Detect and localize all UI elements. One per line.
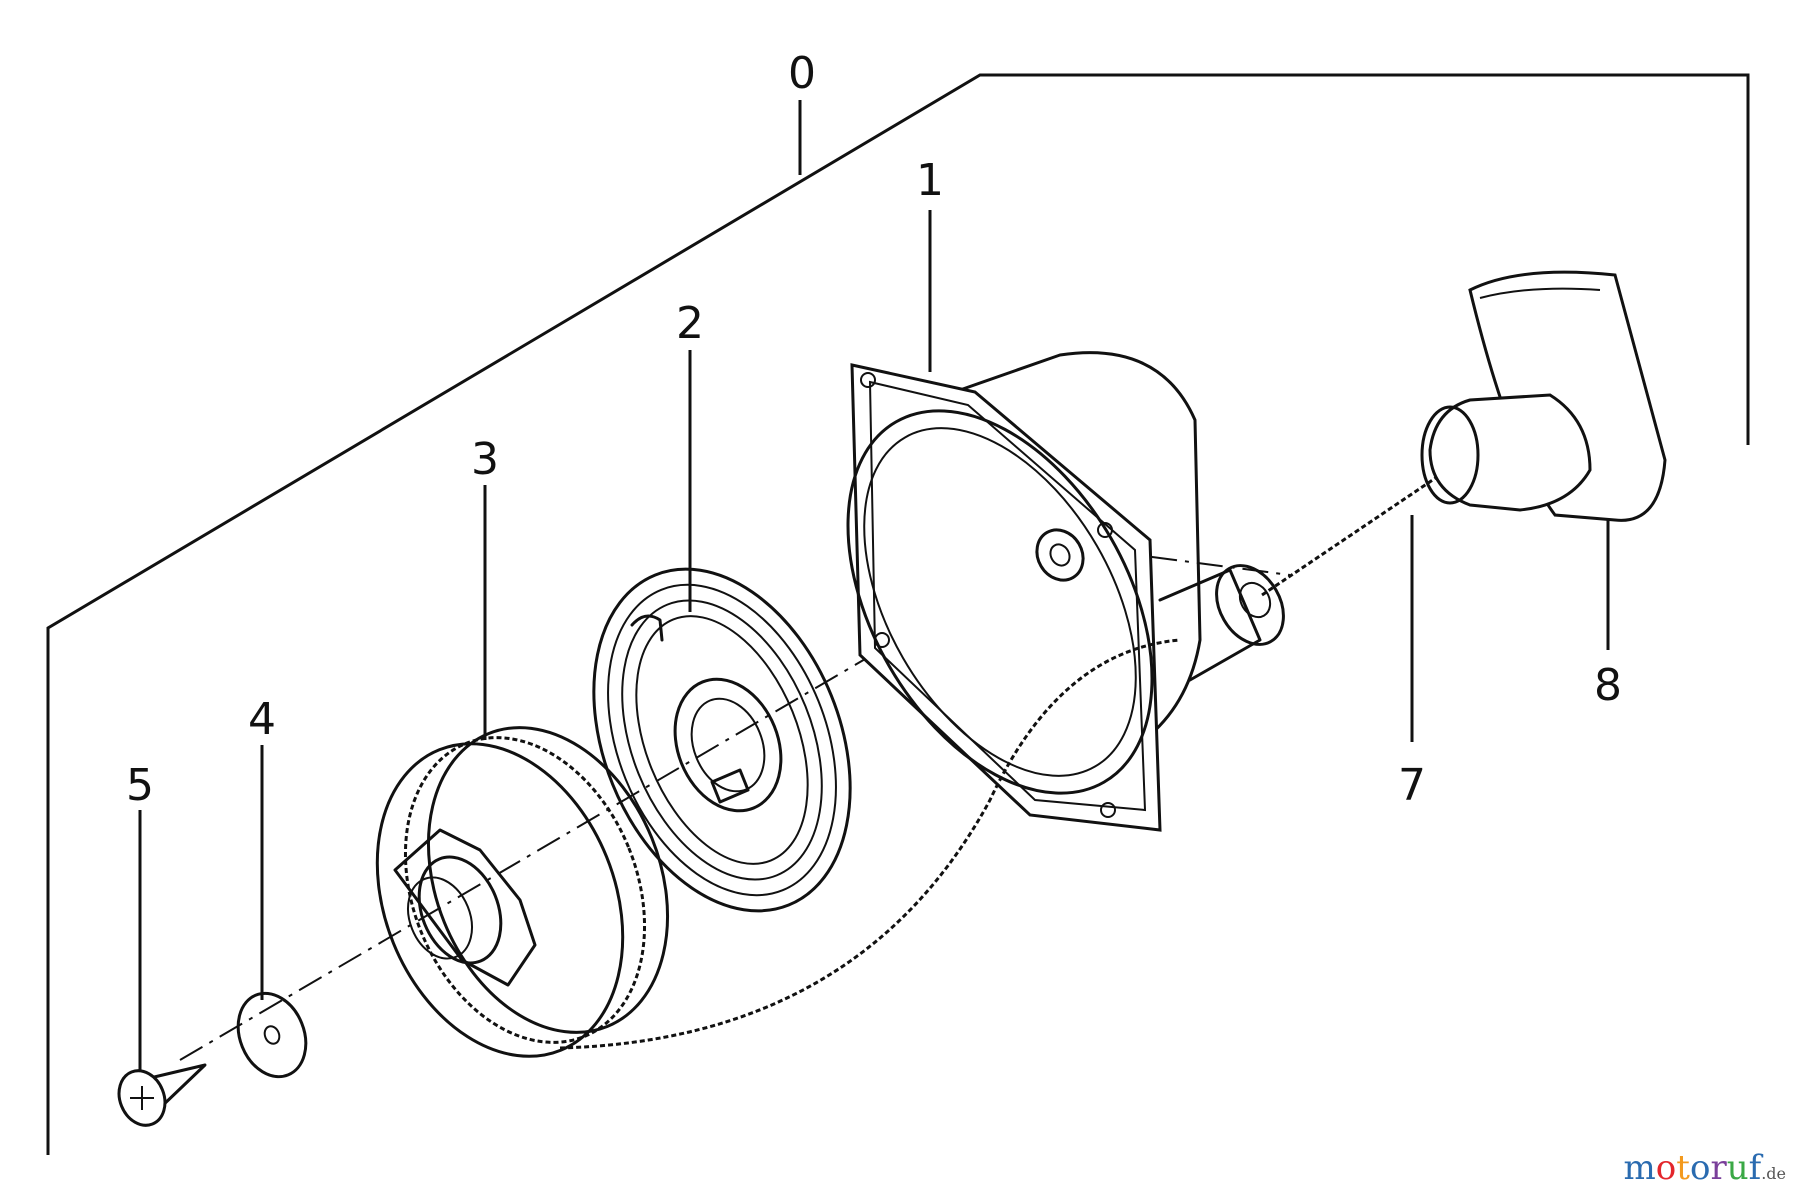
washer-part (236, 991, 308, 1079)
starter-rope-to-handle (1261, 473, 1441, 597)
callout-7: 7 (1398, 760, 1426, 811)
callout-5: 5 (126, 760, 154, 811)
callout-8: 8 (1594, 660, 1622, 711)
starter-rope-cord (559, 638, 1181, 1050)
callout-3: 3 (471, 434, 499, 485)
watermark-letter: f (1748, 1148, 1762, 1188)
recoil-spring-part (592, 567, 852, 913)
watermark-letter: r (1710, 1148, 1727, 1188)
watermark-letter: u (1726, 1148, 1749, 1188)
callout-4: 4 (248, 694, 276, 745)
kit-bracket (46, 73, 1750, 1155)
leader-lines (138, 210, 1610, 1072)
callout-1: 1 (916, 155, 944, 206)
starter-housing-part (846, 351, 1285, 832)
watermark-suffix: .de (1761, 1164, 1786, 1183)
callout-2: 2 (676, 298, 704, 349)
kit-callout: 0 (788, 48, 816, 99)
screw-part (117, 1063, 207, 1127)
watermark-letter: o (1655, 1148, 1677, 1188)
rope-pulley-part (375, 726, 670, 1058)
watermark-letter: o (1689, 1148, 1711, 1188)
watermark-letter: m (1623, 1148, 1656, 1188)
watermark-letter: t (1676, 1148, 1690, 1188)
motoruf-watermark-logo: motoruf.de (1624, 1151, 1786, 1185)
starter-handle-part (1420, 270, 1667, 522)
